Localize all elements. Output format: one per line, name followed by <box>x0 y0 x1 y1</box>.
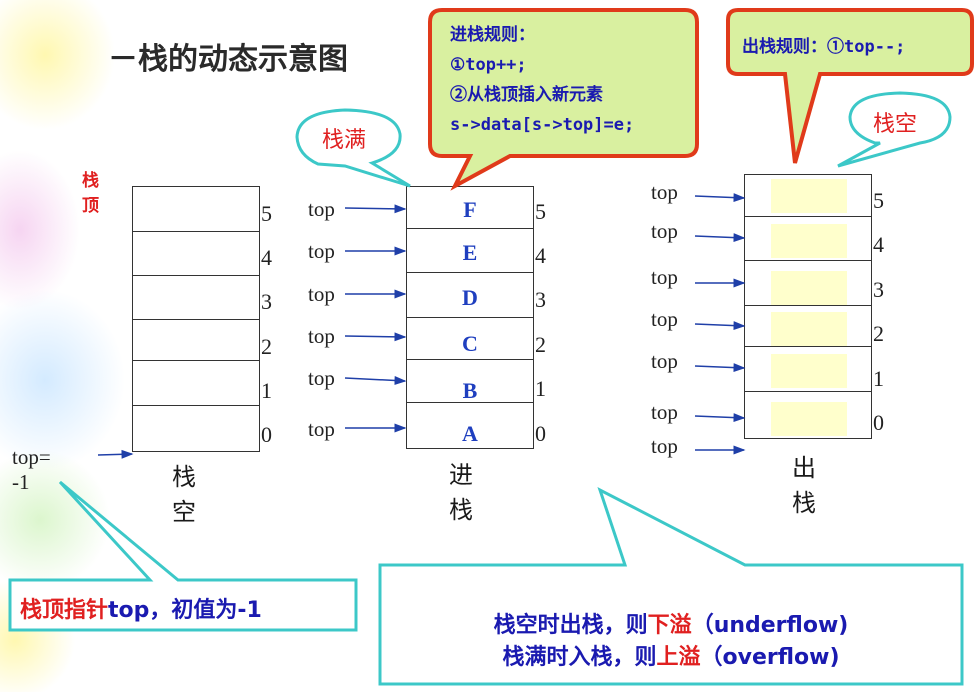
top-pointer-label: top= -1 <box>12 445 51 494</box>
stack-cell <box>406 228 534 273</box>
popped-slot <box>771 179 847 213</box>
stack-element: B <box>462 378 478 403</box>
popped-slot <box>771 354 847 388</box>
top-pointer-label: top <box>308 239 335 263</box>
popped-slot <box>771 312 847 346</box>
stack-index: 4 <box>261 245 272 270</box>
pointer-note-part: ，初值为-1 <box>149 598 262 623</box>
stack-cell <box>132 275 260 320</box>
stack-cell <box>406 359 534 403</box>
stack-cell <box>132 319 260 361</box>
stack-index: 3 <box>535 287 546 312</box>
pointer-note-text: 栈顶指针top，初值为-1 <box>20 592 262 624</box>
stack-index: 4 <box>873 232 884 257</box>
stack-empty-caption: 栈空 <box>172 463 196 526</box>
push-rule-line: 进栈规则： <box>450 25 535 45</box>
stack-index: 0 <box>535 421 546 446</box>
stack-index: 1 <box>873 366 884 391</box>
stack-index: 5 <box>873 188 884 213</box>
stack-cell <box>406 402 534 449</box>
top-pointer-label: top <box>651 307 678 331</box>
stack-index: 2 <box>873 321 884 346</box>
top-pointer-label: top <box>308 282 335 306</box>
note-text: （overflow) <box>700 645 840 670</box>
top-pointer-label: top <box>651 434 678 458</box>
top-pointer-label: top <box>651 400 678 424</box>
top-pointer-label: top <box>651 219 678 243</box>
stack-index: 1 <box>535 376 546 401</box>
popped-slot <box>771 402 847 436</box>
stack-element: D <box>462 285 478 310</box>
stack-cell <box>132 360 260 406</box>
note-text: 栈空时出栈，则 <box>493 613 648 638</box>
push-rule-text: 进栈规则： ①top++; ②从栈顶插入新元素 s->data[s->top]=… <box>450 20 634 140</box>
stack-empty-callout-text: 栈空 <box>873 112 918 137</box>
top-pointer-label: top <box>651 180 678 204</box>
stack-index: 2 <box>535 332 546 357</box>
stack-cell <box>406 317 534 360</box>
top-pointer-label: top <box>651 349 678 373</box>
overflow-line: 栈满时入栈，则上溢（overflow) <box>380 642 962 674</box>
stack-pop-caption: 出栈 <box>792 454 816 517</box>
stack-index: 2 <box>261 334 272 359</box>
underflow-line: 栈空时出栈，则下溢（underflow) <box>380 610 962 642</box>
stack-index: 4 <box>535 243 546 268</box>
note-text: 栈满时入栈，则 <box>502 645 657 670</box>
push-rule-line: s->data[s->top]=e; <box>450 115 635 135</box>
stack-index: 0 <box>261 422 272 447</box>
stack-index: 5 <box>261 201 272 226</box>
pop-rule-text: 出栈规则：①top--; <box>742 37 906 57</box>
note-highlight: 上溢 <box>656 645 701 670</box>
popped-slot <box>771 271 847 305</box>
stack-element: E <box>462 240 478 265</box>
top-pointer-label: top <box>651 265 678 289</box>
popped-slot <box>771 224 847 258</box>
stack-element: A <box>462 421 478 446</box>
top-pointer-label: top <box>308 417 335 441</box>
stack-index: 5 <box>535 199 546 224</box>
stack-full-callout-text: 栈满 <box>322 128 367 153</box>
stack-push-caption: 进栈 <box>449 461 473 524</box>
stack-index: 0 <box>873 410 884 435</box>
note-highlight: 下溢 <box>647 613 692 638</box>
stack-index: 3 <box>261 289 272 314</box>
push-rule-line: ②从栈顶插入新元素 <box>450 85 603 105</box>
stack-element: F <box>463 197 477 222</box>
pointer-note-part: top <box>108 598 150 623</box>
pointer-note-part: 栈顶指针 <box>20 598 109 623</box>
stack-cell <box>132 186 260 232</box>
top-pointer-label: top <box>308 197 335 221</box>
overflow-note-text: 栈空时出栈，则下溢（underflow) 栈满时入栈，则上溢（overflow) <box>380 610 962 674</box>
stack-top-label: 栈顶 <box>82 171 99 216</box>
stack-index: 1 <box>261 378 272 403</box>
stack-cell <box>406 272 534 318</box>
top-pointer-label: top <box>308 366 335 390</box>
stack-element: C <box>462 331 478 356</box>
stack-index: 3 <box>873 277 884 302</box>
page-title: －栈的动态示意图 <box>108 42 348 77</box>
push-rule-line: ①top++; <box>450 55 527 75</box>
top-pointer-label: top <box>308 324 335 348</box>
stack-cell <box>132 405 260 452</box>
note-text: （underflow) <box>691 613 849 638</box>
stack-cell <box>132 231 260 276</box>
